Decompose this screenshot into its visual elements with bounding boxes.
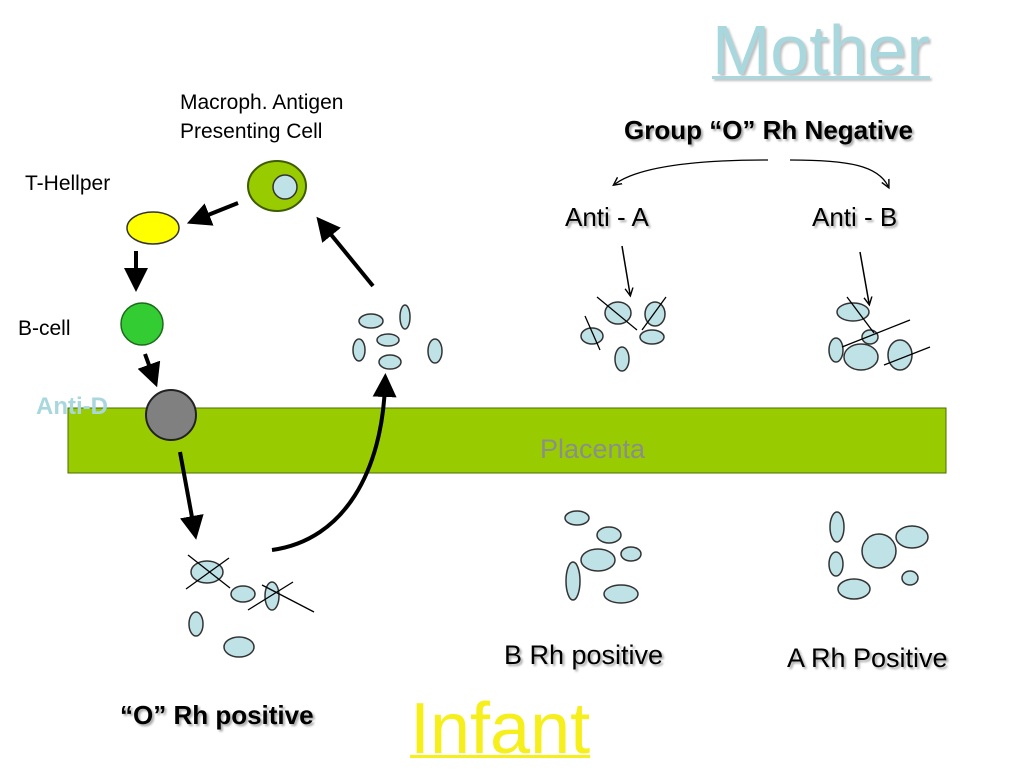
arrow-plasma-to-infant-cells [178,451,204,540]
b-cell-shape [120,302,164,346]
infant-title: Infant [410,689,591,769]
t-helper-cell [126,211,180,245]
placenta-bar [67,407,947,474]
anti-a-cells [580,301,666,372]
o-rh-destruction-marks [185,554,315,613]
arrow-apc-to-thelper [186,201,239,226]
placenta-label: Placenta [540,434,646,464]
a-rh-infant-cells [828,511,929,600]
t-helper-label: T-Hellper [25,172,111,195]
anti-a-label: Anti - A [565,202,649,232]
apc-label: Macroph. Antigen Presenting Cell [180,91,344,143]
anti-a-destruction-marks [584,296,667,351]
o-rh-infant-cells [188,560,280,658]
mother-title: Mother [712,11,930,89]
anti-b-label: Anti - B [812,202,898,232]
b-cell-label: B-cell [18,317,71,340]
arrow-group-to-anti-b [789,159,888,186]
arrow-group-to-anti-a [615,159,769,184]
arrow-bcell-to-plasma [137,353,161,388]
plasma-cell [145,389,197,441]
a-rh-positive-label: A Rh Positive [787,643,948,673]
mother-blood-group: Group “O” Rh Negative [624,115,913,145]
b-rh-positive-label: B Rh positive [504,640,664,670]
arrow-cells-to-apc [316,216,375,288]
arrow-infant-cells-crossing-placenta [271,373,397,552]
b-rh-infant-cells [564,510,642,604]
fetal-cells-in-mother [352,304,443,370]
macrophage-cell [247,160,307,212]
anti-d-label: Anti-D [36,393,108,420]
anti-b-destruction-marks [841,296,931,366]
o-rh-positive-label: “O” Rh positive [120,700,314,730]
anti-b-cells [828,302,913,371]
arrow-anti-a-to-cells [621,245,630,294]
arrow-anti-b-to-cells [859,251,869,303]
